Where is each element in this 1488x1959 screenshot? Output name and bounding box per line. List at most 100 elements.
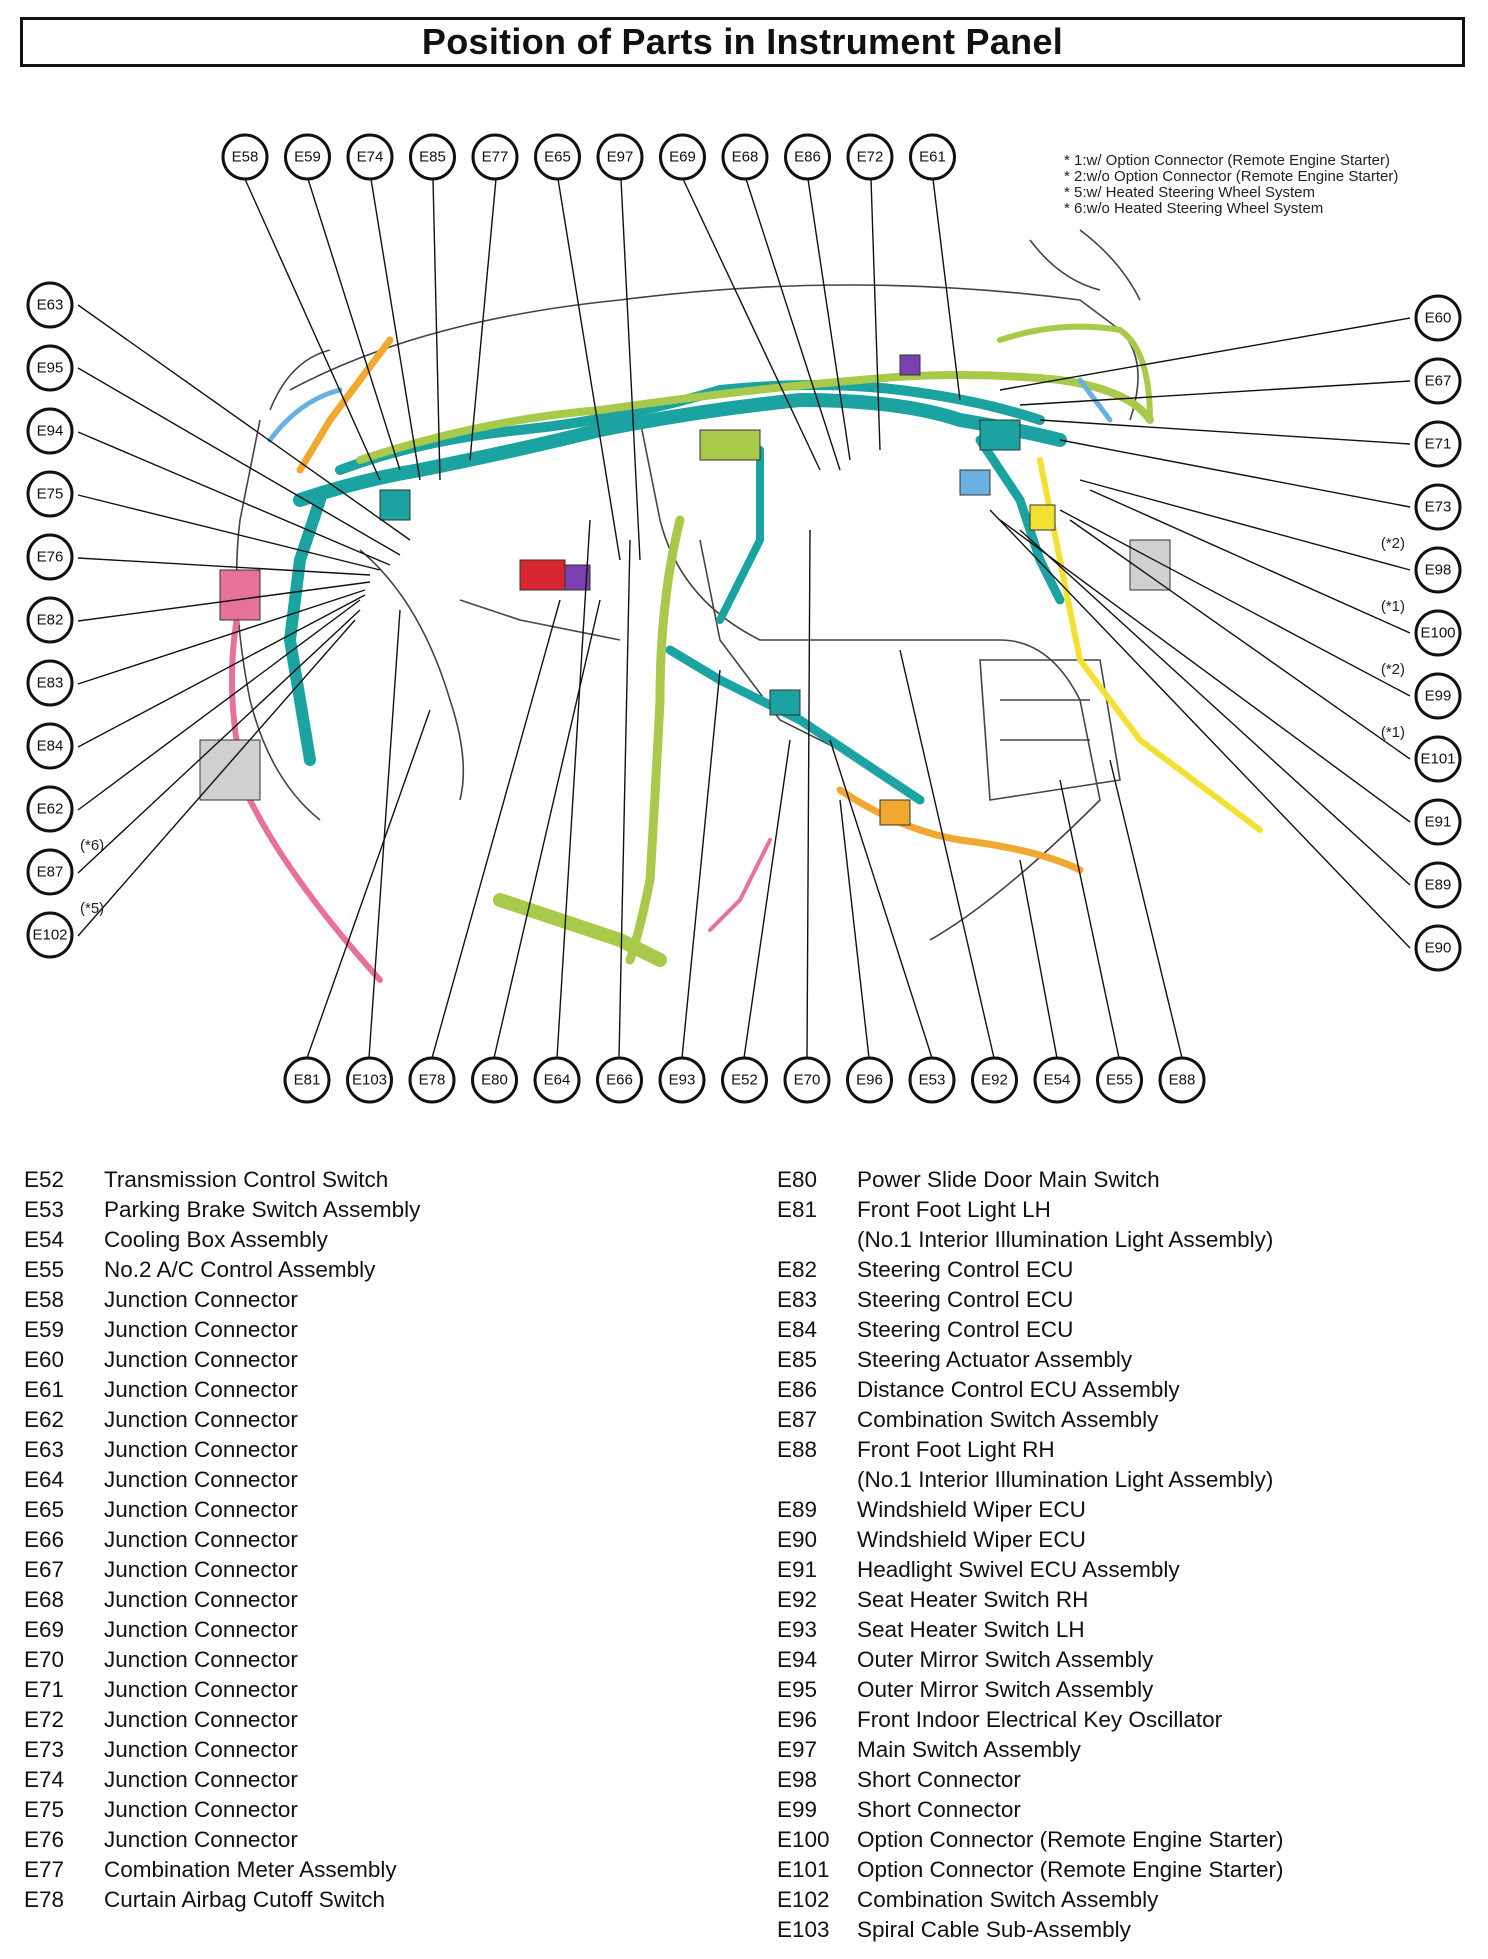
legend-part-name: No.2 A/C Control Assembly (104, 1257, 376, 1282)
callout-e89: E89 (1414, 861, 1462, 909)
legend-part-name: Junction Connector (104, 1467, 298, 1492)
legend-code: E84 (777, 1317, 818, 1342)
callout-label: E96 (856, 1072, 883, 1089)
legend-code: E59 (24, 1317, 65, 1342)
callout-label: E67 (1425, 373, 1452, 390)
callout-label: E100 (1420, 625, 1455, 642)
legend-part-name: Junction Connector (104, 1677, 298, 1702)
legend-part-name: Combination Switch Assembly (857, 1407, 1159, 1432)
callouts-left: E63E95E94E75E76E82E83E84E62E87(*6)E102(*… (26, 281, 104, 959)
connector-pink-block (219, 569, 261, 621)
legend-part-name: Option Connector (Remote Engine Starter) (857, 1827, 1284, 1852)
legend-code: E80 (777, 1167, 818, 1192)
connector-teal-3 (769, 689, 801, 716)
legend-code: E71 (24, 1677, 65, 1702)
connector-gray-bracket (199, 739, 261, 801)
legend-code: E55 (24, 1257, 65, 1282)
harness-orange (296, 336, 1084, 874)
legend-part-name: Junction Connector (104, 1437, 298, 1462)
legend-code: E74 (24, 1767, 65, 1792)
legend-part-name: Headlight Swivel ECU Assembly (857, 1557, 1180, 1582)
legend-code: E97 (777, 1737, 818, 1762)
legend-part-name: (No.1 Interior Illumination Light Assemb… (857, 1227, 1274, 1252)
legend-code: E64 (24, 1467, 65, 1492)
harness-teal-left (284, 494, 326, 766)
leader-lines (77, 178, 1411, 1059)
legend-part-name: Curtain Airbag Cutoff Switch (104, 1887, 385, 1912)
notes-block: * 1:w/ Option Connector (Remote Engine S… (1064, 152, 1398, 217)
callout-label: E62 (37, 801, 64, 818)
legend-code: E101 (777, 1857, 830, 1882)
connector-lime (699, 429, 761, 461)
legend-part-name: Junction Connector (104, 1767, 298, 1792)
callout-label: E87 (37, 864, 64, 881)
legend-part-name: Junction Connector (104, 1377, 298, 1402)
legend-row: (No.1 Interior Illumination Light Assemb… (777, 1225, 1283, 1255)
legend-part-name: Power Slide Door Main Switch (857, 1167, 1160, 1192)
callout-e101: E101 (1414, 735, 1462, 783)
legend-part-name: Windshield Wiper ECU (857, 1527, 1086, 1552)
legend-code: E65 (24, 1497, 65, 1522)
legend-code: E102 (777, 1887, 830, 1912)
callout-label: E63 (37, 297, 64, 314)
connector-purple-top (899, 354, 921, 376)
callout-label: E72 (857, 149, 884, 166)
legend-part-name: Windshield Wiper ECU (857, 1497, 1086, 1522)
legend-part-name: Parking Brake Switch Assembly (104, 1197, 421, 1222)
callout-label: E69 (669, 149, 696, 166)
legend-part-name: Junction Connector (104, 1407, 298, 1432)
legend-part-name: Front Indoor Electrical Key Oscillator (857, 1707, 1223, 1732)
callout-label: E92 (981, 1072, 1008, 1089)
legend-part-name: Cooling Box Assembly (104, 1227, 328, 1252)
callout-label: E74 (357, 149, 384, 166)
legend-code: E52 (24, 1167, 65, 1192)
callout-label: E97 (607, 149, 634, 166)
callout-label: E55 (1106, 1072, 1133, 1089)
callout-e61: E61 (909, 133, 956, 181)
callout-label: E53 (919, 1072, 946, 1089)
callout-e65: E65 (534, 133, 581, 181)
harness-yellow (1037, 457, 1263, 833)
legend-code: E85 (777, 1347, 818, 1372)
callout-e75: E75 (26, 470, 74, 518)
callout-e83: E83 (26, 659, 74, 707)
callout-label: E88 (1169, 1072, 1196, 1089)
callout-e77: E77 (471, 133, 519, 181)
legend-part-name: Front Foot Light LH (857, 1197, 1051, 1222)
callout-label: E91 (1425, 814, 1452, 831)
callout-e63: E63 (26, 281, 74, 329)
callout-label: E65 (544, 149, 571, 166)
callout-e74: E74 (346, 133, 394, 181)
legend-part-name: Junction Connector (104, 1827, 298, 1852)
legend-part-name: Junction Connector (104, 1737, 298, 1762)
legend-code: E103 (777, 1917, 830, 1942)
note-line: * 1:w/ Option Connector (Remote Engine S… (1064, 152, 1390, 169)
legend-part-name: Combination Meter Assembly (104, 1857, 397, 1882)
callout-label: E64 (544, 1072, 571, 1089)
callout-label: E90 (1425, 940, 1452, 957)
callout-e60: E60 (1414, 294, 1462, 342)
legend-part-name: Steering Control ECU (857, 1287, 1074, 1312)
callout-label: E54 (1044, 1072, 1071, 1089)
callout-e72: E72 (846, 133, 894, 181)
legend-part-name: Junction Connector (104, 1617, 298, 1642)
callout-e102: E102 (26, 911, 74, 959)
callout-e59: E59 (284, 133, 331, 181)
legend-part-name: Front Foot Light RH (857, 1437, 1055, 1462)
